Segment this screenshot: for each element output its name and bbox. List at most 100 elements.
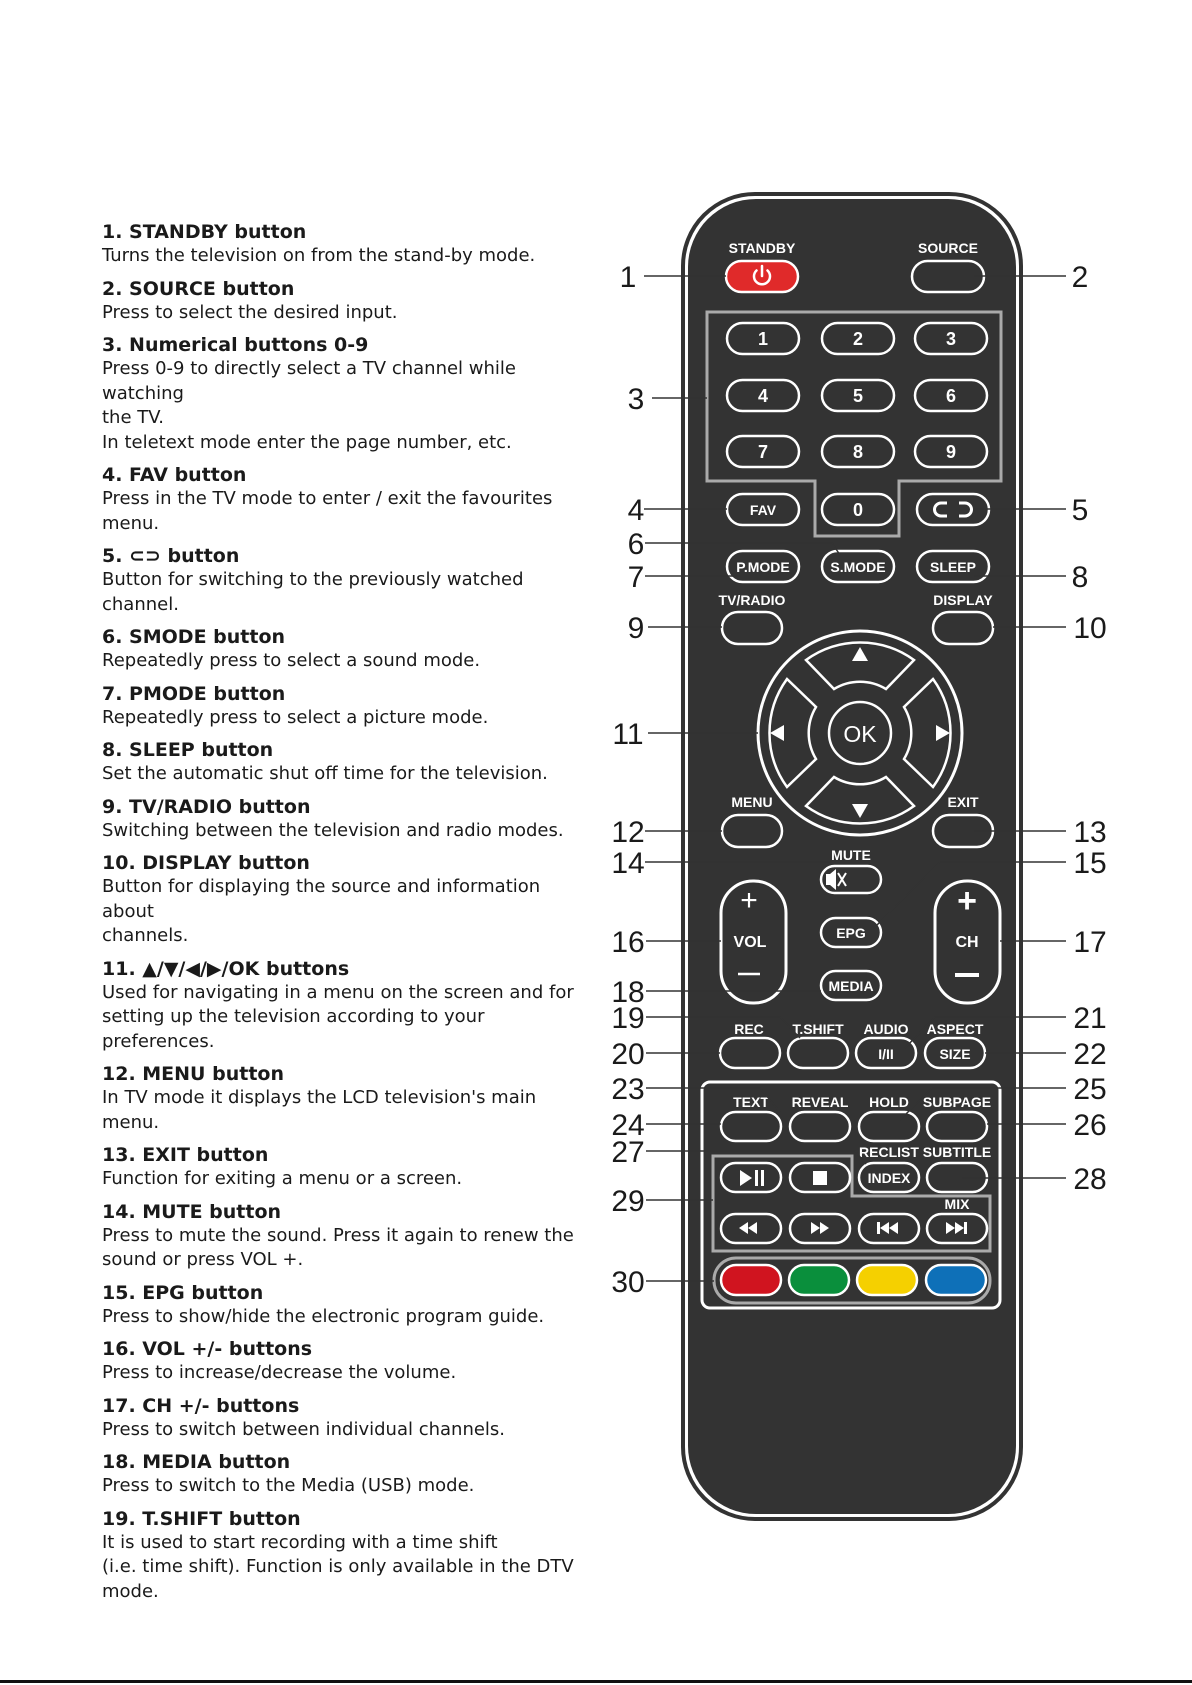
dpad-left-button[interactable]	[768, 677, 818, 789]
dpad-right-button[interactable]	[902, 677, 952, 789]
blue-key-button[interactable]	[924, 1263, 988, 1297]
epg-button[interactable]	[819, 916, 883, 949]
hold-button[interactable]	[857, 1110, 921, 1143]
rewind-button[interactable]	[719, 1212, 783, 1245]
callout-lines	[644, 275, 1066, 1282]
source-label: SOURCE	[918, 240, 978, 256]
num-8-button[interactable]	[820, 434, 896, 469]
item-desc: Press in the TV mode to enter / exit the…	[102, 488, 553, 534]
tshift-button[interactable]	[786, 1036, 850, 1070]
item-desc: Set the automatic shut off time for the …	[102, 763, 548, 784]
play-pause-icon	[740, 1170, 764, 1186]
previous-button[interactable]	[857, 1212, 921, 1245]
item-title: 5. ⊂⊃ button	[102, 545, 240, 567]
callout-23: 23	[611, 1073, 644, 1106]
ch-plus-icon: +	[957, 882, 977, 920]
num-3-button[interactable]	[913, 321, 989, 356]
callout-12: 12	[611, 816, 644, 849]
index-button[interactable]	[857, 1161, 921, 1194]
arrow-right-icon	[936, 725, 950, 741]
epg-text: EPG	[836, 925, 866, 941]
hold-label: HOLD	[869, 1094, 909, 1110]
num-2-button[interactable]	[820, 321, 896, 356]
ch-rocker[interactable]	[933, 879, 1002, 1005]
num-9-button[interactable]	[913, 434, 989, 469]
callout-19: 19	[611, 1002, 644, 1035]
item-title: 9. TV/RADIO button	[102, 795, 311, 818]
ok-button[interactable]	[827, 700, 893, 766]
tshift-label: T.SHIFT	[792, 1021, 844, 1037]
item-title: 12. MENU button	[102, 1063, 284, 1085]
item-desc: Function for exiting a menu or a screen.	[102, 1168, 463, 1189]
num-9-text: 9	[946, 442, 956, 462]
num-3-text: 3	[946, 329, 956, 349]
num-5-button[interactable]	[820, 378, 896, 413]
callout-29: 29	[611, 1185, 644, 1218]
yellow-key-button[interactable]	[855, 1263, 919, 1297]
callout-15: 15	[1073, 847, 1106, 880]
num-4-button[interactable]	[725, 378, 801, 413]
green-key-button[interactable]	[787, 1263, 851, 1297]
num-1-button[interactable]	[725, 321, 801, 356]
bottom-rule	[0, 1680, 1192, 1683]
callout-13: 13	[1073, 816, 1106, 849]
callout-10: 10	[1073, 612, 1106, 645]
stop-button[interactable]	[788, 1161, 852, 1194]
num-6-button[interactable]	[913, 378, 989, 413]
item-desc: Press to show/hide the electronic progra…	[102, 1305, 545, 1327]
numeric-group-frame	[705, 310, 1003, 538]
fast-forward-button[interactable]	[788, 1212, 852, 1245]
audio-button[interactable]	[854, 1036, 918, 1070]
size-text: SIZE	[939, 1046, 970, 1062]
exit-label: EXIT	[947, 794, 979, 810]
item-title: 19. T.SHIFT button	[102, 1507, 301, 1530]
num-7-text: 7	[758, 442, 768, 462]
red-key-button[interactable]	[719, 1263, 783, 1297]
callout-24: 24	[611, 1109, 644, 1142]
callout-28: 28	[1073, 1163, 1106, 1196]
reveal-label: REVEAL	[792, 1094, 849, 1110]
standby-label: STANDBY	[729, 240, 796, 256]
callout-6: 6	[628, 528, 645, 561]
mix-label: MIX	[945, 1196, 971, 1212]
callout-14: 14	[611, 847, 644, 880]
item-title: 11. ▲/▼/◀/▶/OK buttons	[102, 957, 350, 980]
stop-icon	[813, 1171, 827, 1185]
callout-8: 8	[1072, 561, 1089, 594]
smode-button[interactable]	[820, 549, 896, 584]
media-button[interactable]	[819, 969, 883, 1002]
num-0-button[interactable]	[820, 492, 896, 527]
callout-27: 27	[611, 1136, 644, 1169]
mute-button[interactable]	[819, 864, 883, 895]
text-button[interactable]	[719, 1110, 783, 1143]
callout-22: 22	[1073, 1038, 1106, 1071]
dpad-up-button[interactable]	[804, 641, 916, 691]
callout-4: 4	[628, 494, 645, 527]
play-pause-button[interactable]	[719, 1161, 783, 1194]
callout-30: 30	[611, 1266, 644, 1299]
item-title: 7. PMODE button	[102, 682, 286, 705]
tv-radio-button[interactable]	[720, 610, 784, 646]
callout-numbers: 1 2 3 4 5 6 7 8 9 10 11 12 13 14 15 16 1…	[611, 261, 1106, 1299]
vol-rocker[interactable]	[719, 879, 788, 1005]
dpad-down-button[interactable]	[804, 775, 916, 825]
pmode-button[interactable]	[725, 549, 801, 584]
sleep-button[interactable]	[915, 549, 991, 584]
subpage-button[interactable]	[925, 1110, 989, 1143]
callout-9: 9	[628, 612, 645, 645]
display-button[interactable]	[931, 610, 995, 646]
item-title: 17. CH +/- buttons	[102, 1394, 300, 1417]
item-desc: Switching between the television and rad…	[102, 819, 564, 841]
num-7-button[interactable]	[725, 434, 801, 469]
smode-text: S.MODE	[830, 559, 885, 575]
next-button[interactable]	[925, 1212, 989, 1245]
reveal-button[interactable]	[788, 1110, 852, 1143]
num-2-text: 2	[853, 329, 863, 349]
item-desc: Turns the television on from the stand-b…	[102, 245, 536, 266]
next-icon	[946, 1222, 967, 1234]
item-desc: Button for switching to the previously w…	[102, 569, 524, 615]
